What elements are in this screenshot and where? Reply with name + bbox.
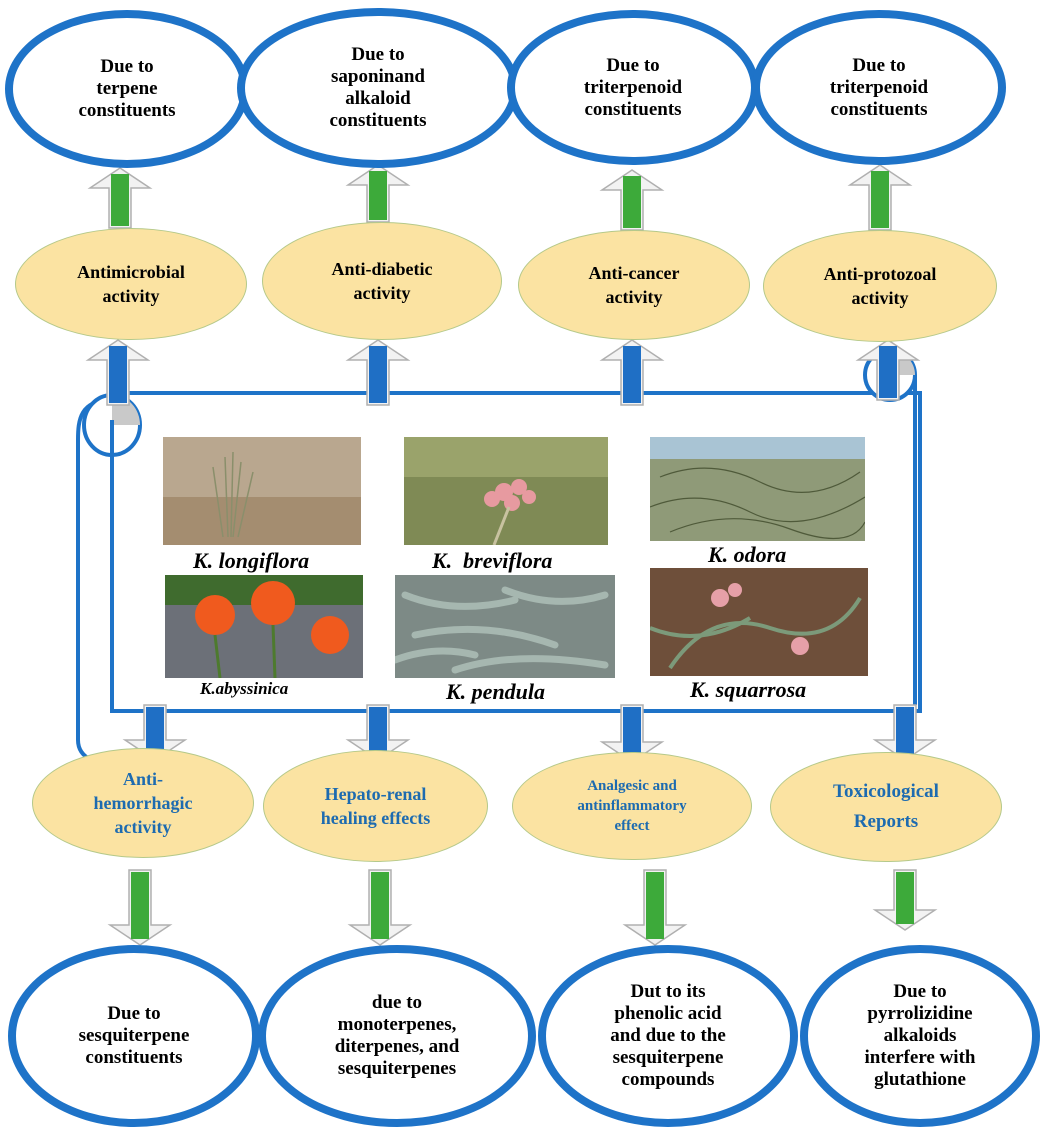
arrow-down-green-3-shaft bbox=[646, 872, 664, 939]
activity-anti-cancer-label: Anti-cancer activity bbox=[588, 263, 680, 307]
activity-antimicrobial: Antimicrobial activity bbox=[15, 228, 247, 340]
arrow-up-blue-2-shaft bbox=[369, 346, 387, 403]
arrow-up-green-2-shaft bbox=[369, 171, 387, 220]
photo-k-breviflora bbox=[404, 437, 608, 545]
activity-hepato-renal: Hepato-renal healing effects bbox=[263, 750, 488, 862]
photo-k-odora bbox=[650, 437, 865, 541]
activity-toxicological-label: Toxicological Reports bbox=[833, 781, 939, 832]
activity-anti-hemorrhagic-label: Anti- hemorrhagic activity bbox=[93, 769, 193, 837]
caption-k-pendula: K. pendula bbox=[446, 679, 546, 704]
top-cause-1-text: Due to terpene constituents bbox=[78, 56, 176, 121]
photo-k-squarrosa bbox=[650, 568, 868, 676]
photo-k-abyssinica bbox=[165, 575, 363, 678]
activity-analgesic: Analgesic and antinflammatory effect bbox=[512, 752, 752, 860]
arrow-down-green-2-shaft bbox=[371, 872, 389, 939]
activity-hepato-renal-label: Hepato-renal healing effects bbox=[320, 784, 431, 828]
top-cause-3: Due to triterpenoid constituents bbox=[507, 10, 759, 165]
arrow-down-blue-4-shaft bbox=[896, 707, 914, 754]
top-cause-2: Due to saponinand alkaloid constituents bbox=[237, 8, 519, 168]
activity-antimicrobial-label: Antimicrobial activity bbox=[77, 262, 185, 306]
activity-anti-diabetic: Anti-diabetic activity bbox=[262, 222, 502, 340]
bottom-cause-3-text: Dut to its phenolic acid and due to the … bbox=[610, 981, 726, 1090]
bottom-cause-4: Due to pyrrolizidine alkaloids interfere… bbox=[800, 945, 1040, 1127]
activity-anti-hemorrhagic: Anti- hemorrhagic activity bbox=[32, 748, 254, 858]
bottom-cause-3: Dut to its phenolic acid and due to the … bbox=[538, 945, 798, 1127]
arrow-up-blue-4-shaft bbox=[879, 346, 897, 398]
photo-k-pendula bbox=[395, 575, 615, 678]
activity-anti-diabetic-label: Anti-diabetic activity bbox=[331, 259, 433, 303]
bottom-cause-2-text: due to monoterpenes, diterpenes, and ses… bbox=[334, 992, 460, 1079]
bottom-cause-1: Due to sesquiterpene constituents bbox=[8, 945, 260, 1127]
arrow-down-green-4-shaft bbox=[896, 872, 914, 924]
top-cause-1: Due to terpene constituents bbox=[5, 10, 249, 168]
activity-anti-cancer: Anti-cancer activity bbox=[518, 230, 750, 340]
top-cause-4-text: Due to triterpenoid constituents bbox=[829, 54, 929, 120]
arrow-up-blue-3-shaft bbox=[623, 346, 641, 403]
caption-k-breviflora: K. breviflora bbox=[432, 548, 553, 573]
activity-analgesic-label: Analgesic and antinflammatory effect bbox=[577, 778, 687, 834]
arrow-down-blue-1-shaft bbox=[146, 707, 164, 754]
activity-anti-protozoal: Anti-protozoal activity bbox=[763, 230, 997, 342]
top-cause-4: Due to triterpenoid constituents bbox=[752, 10, 1006, 165]
arrow-up-blue-1-shaft bbox=[109, 346, 127, 403]
arrow-up-green-1-shaft bbox=[111, 174, 129, 226]
caption-k-longiflora: K. longiflora bbox=[193, 548, 310, 573]
top-cause-2-text: Due to saponinand alkaloid constituents bbox=[329, 44, 427, 131]
bottom-cause-2: due to monoterpenes, diterpenes, and ses… bbox=[258, 945, 536, 1127]
arrow-down-green-1-shaft bbox=[131, 872, 149, 939]
arrow-up-green-4-shaft bbox=[871, 171, 889, 228]
arrow-down-blue-2-shaft bbox=[369, 707, 387, 754]
bottom-cause-4-text: Due to pyrrolizidine alkaloids interfere… bbox=[864, 981, 976, 1090]
arrow-up-green-3-shaft bbox=[623, 176, 641, 228]
top-cause-3-text: Due to triterpenoid constituents bbox=[583, 54, 683, 120]
activity-anti-protozoal-label: Anti-protozoal activity bbox=[823, 264, 937, 308]
photo-k-longiflora bbox=[163, 437, 361, 545]
caption-k-odora: K. odora bbox=[708, 542, 787, 567]
activity-toxicological: Toxicological Reports bbox=[770, 752, 1002, 862]
caption-k-abyssinica: K.abyssinica bbox=[200, 679, 289, 698]
caption-k-squarrosa: K. squarrosa bbox=[690, 677, 807, 702]
arrow-down-blue-3-shaft bbox=[623, 707, 641, 756]
bottom-cause-1-text: Due to sesquiterpene constituents bbox=[78, 1003, 190, 1068]
